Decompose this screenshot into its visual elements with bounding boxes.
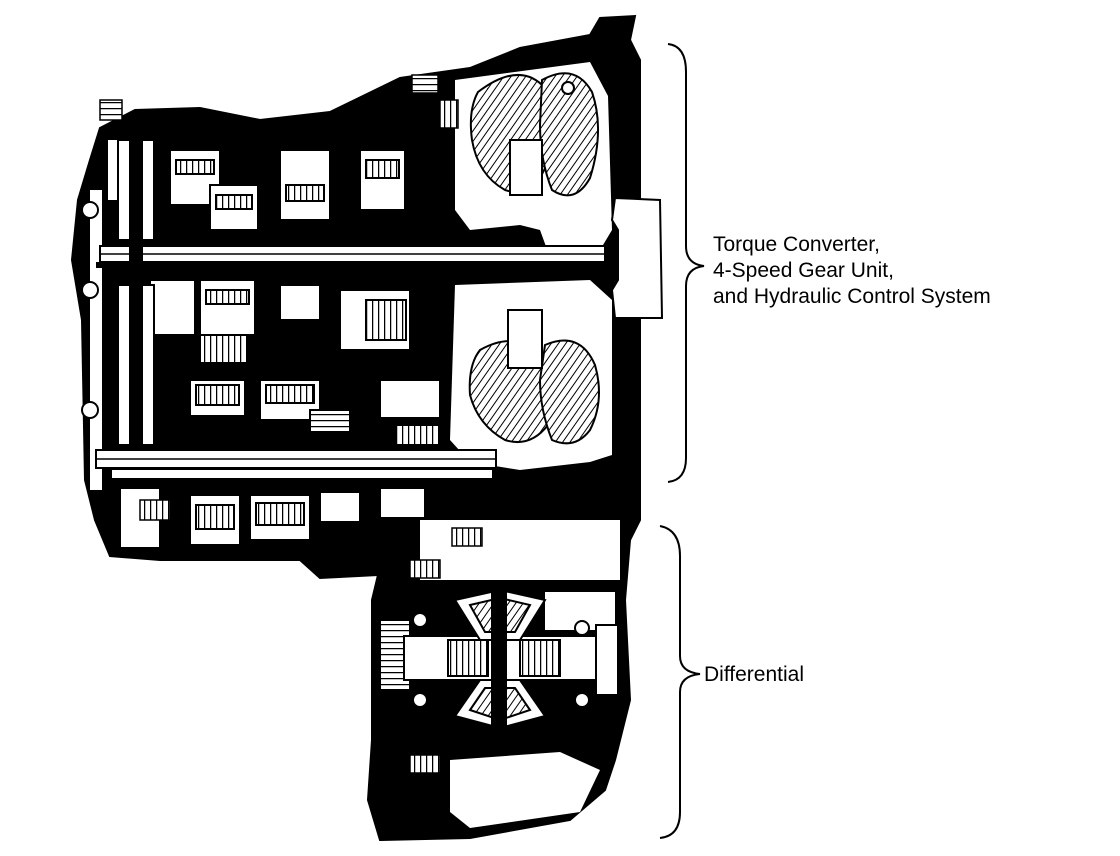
- callout-line-3: and Hydraulic Control System: [713, 285, 991, 308]
- bolts: [99, 74, 483, 774]
- upper-brace: [667, 43, 705, 483]
- differential-assembly: [379, 588, 619, 731]
- lower-brace: [659, 525, 701, 839]
- counter-shaft: [95, 449, 497, 469]
- converter-cover: [610, 196, 664, 319]
- callout-line-1: Torque Converter,: [713, 233, 880, 256]
- upper-callout: Torque Converter, 4-Speed Gear Unit, and…: [713, 233, 991, 308]
- input-shaft: [96, 245, 606, 268]
- callout-braces: [659, 43, 705, 839]
- callout-line-2: 4-Speed Gear Unit,: [713, 259, 894, 282]
- end-drum: [81, 139, 155, 446]
- gear-unit: [119, 149, 441, 549]
- torque-converter: [468, 72, 600, 445]
- callout-differential: Differential: [704, 663, 804, 686]
- lower-callout: Differential: [704, 663, 804, 686]
- transaxle-cross-section: [70, 14, 664, 842]
